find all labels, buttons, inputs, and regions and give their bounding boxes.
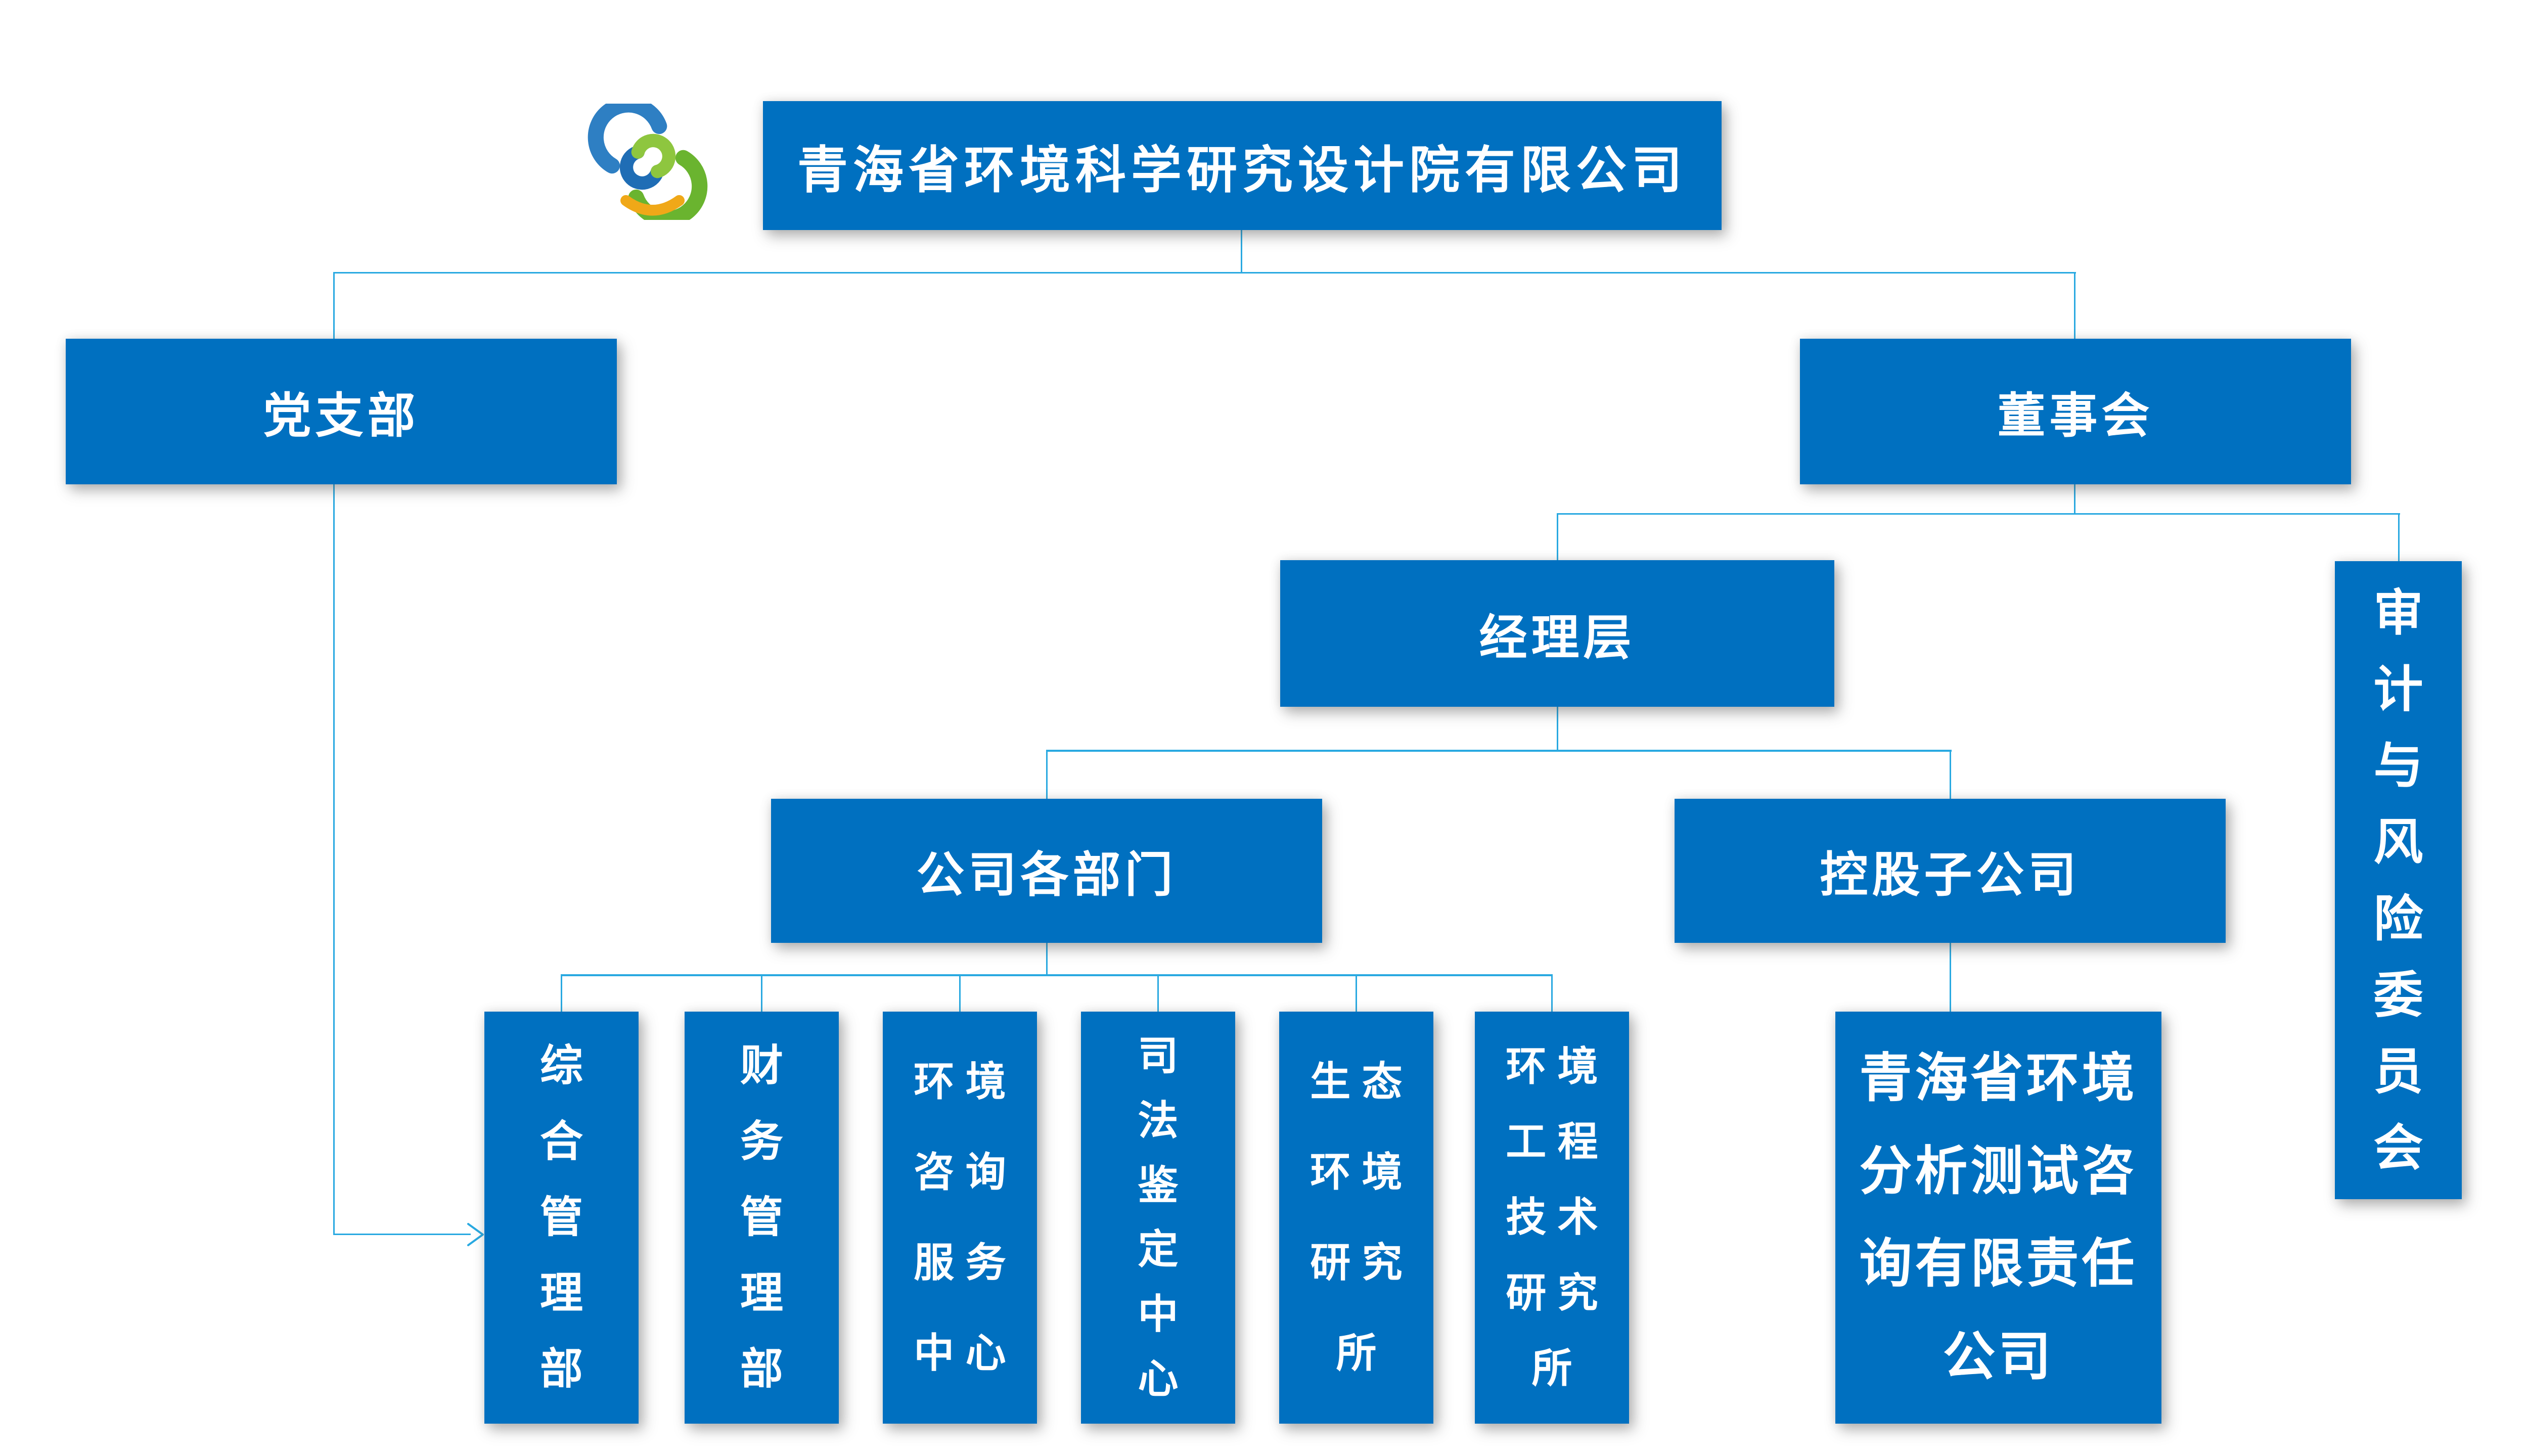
node-board-label: 董事会 (1997, 389, 2154, 443)
connector-management-horizontal (1046, 750, 1952, 752)
node-board: 董事会 (1800, 339, 2351, 484)
node-subsidiaries-group: 控股子公司 (1675, 799, 2226, 943)
connector-party-horizontal (333, 1234, 471, 1235)
node-subsidiaries-group-label: 控股子公司 (1820, 848, 2081, 902)
node-root-company: 青海省环境科学研究设计院有限公司 (763, 101, 1722, 230)
connector-board-top (2074, 273, 2075, 340)
node-party-branch-label: 党支部 (263, 389, 420, 443)
node-root-company-label: 青海省环境科学研究设计院有限公司 (797, 142, 1687, 199)
connector-party-top (333, 273, 335, 340)
node-dept-judicial-appraisal-center: 司 法 鉴 定 中 心 (1081, 1012, 1235, 1424)
connector-dept-4-top (1157, 975, 1159, 1012)
connector-departments-horizontal (561, 974, 1553, 976)
connector-dept-2-top (761, 975, 762, 1012)
connector-dept-1-top (561, 975, 562, 1012)
connector-dept-3-top (959, 975, 961, 1012)
node-dept-finance-management: 财 务 管 理 部 (685, 1012, 839, 1424)
connector-dept-6-top (1551, 975, 1553, 1012)
node-subsidiary-analysis-testing-company: 青海省环境 分析测试咨 询有限责任 公司 (1835, 1012, 2161, 1424)
connector-audit-top (2398, 514, 2400, 562)
node-management: 经理层 (1280, 560, 1834, 707)
right-chevron-arrow-icon (467, 1223, 484, 1246)
connector-subsidiary-company-top (1950, 943, 1951, 1012)
node-dept-env-consulting-center: 环境 咨询 服务 中心 (883, 1012, 1037, 1424)
connector-management-top (1557, 514, 1558, 561)
connector-departments-down (1046, 943, 1048, 975)
connector-board-down (2074, 484, 2075, 515)
node-departments-group-label: 公司各部门 (916, 848, 1177, 902)
node-departments-group: 公司各部门 (771, 799, 1322, 943)
node-dept-env-engineering-institute: 环境 工程 技术 研究 所 (1475, 1012, 1629, 1424)
node-dept-general-management: 综 合 管 理 部 (484, 1012, 639, 1424)
node-audit-risk-committee: 审 计 与 风 险 委 员 会 (2335, 561, 2462, 1199)
company-logo-icon (581, 104, 714, 220)
connector-top-horizontal (333, 272, 2076, 274)
connector-party-down (333, 484, 335, 1235)
node-management-label: 经理层 (1479, 611, 1636, 665)
node-party-branch: 党支部 (66, 339, 617, 484)
connector-subsidiaries-top (1950, 751, 1951, 800)
connector-dept-5-top (1356, 975, 1357, 1012)
connector-departments-top (1046, 751, 1048, 800)
connector-management-down (1557, 707, 1558, 751)
connector-root-down (1241, 230, 1242, 273)
node-dept-eco-env-institute: 生态 环境 研究 所 (1279, 1012, 1433, 1424)
connector-board-horizontal (1557, 513, 2400, 515)
